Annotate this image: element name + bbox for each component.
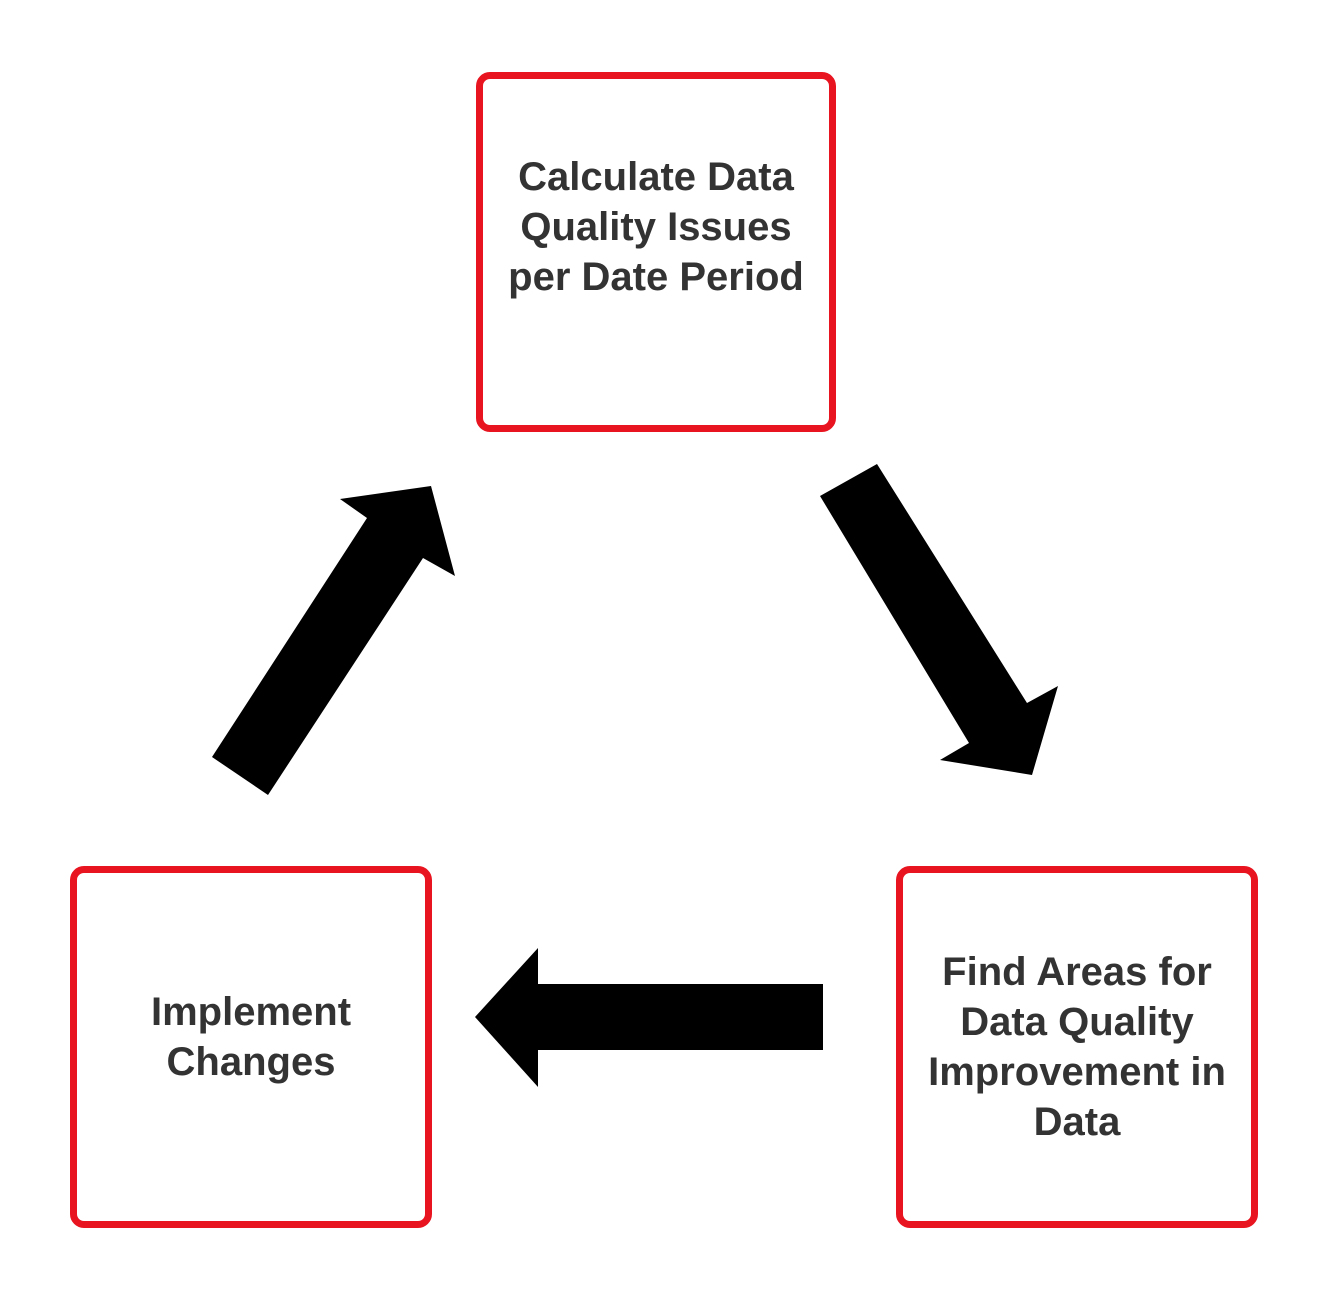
node-find-areas: Find Areas for Data Quality Improvement … — [896, 866, 1258, 1228]
node-implement-changes: Implement Changes — [70, 866, 432, 1228]
arrow-find-to-implement — [475, 948, 823, 1087]
arrow-implement-to-calculate — [212, 486, 455, 795]
node-calculate-label: Calculate Data Quality Issues per Date P… — [508, 155, 804, 299]
node-find-label: Find Areas for Data Quality Improvement … — [928, 950, 1226, 1144]
arrow-calculate-to-find — [820, 464, 1058, 775]
node-calculate-data-quality: Calculate Data Quality Issues per Date P… — [476, 72, 836, 432]
node-implement-label: Implement Changes — [150, 990, 352, 1084]
